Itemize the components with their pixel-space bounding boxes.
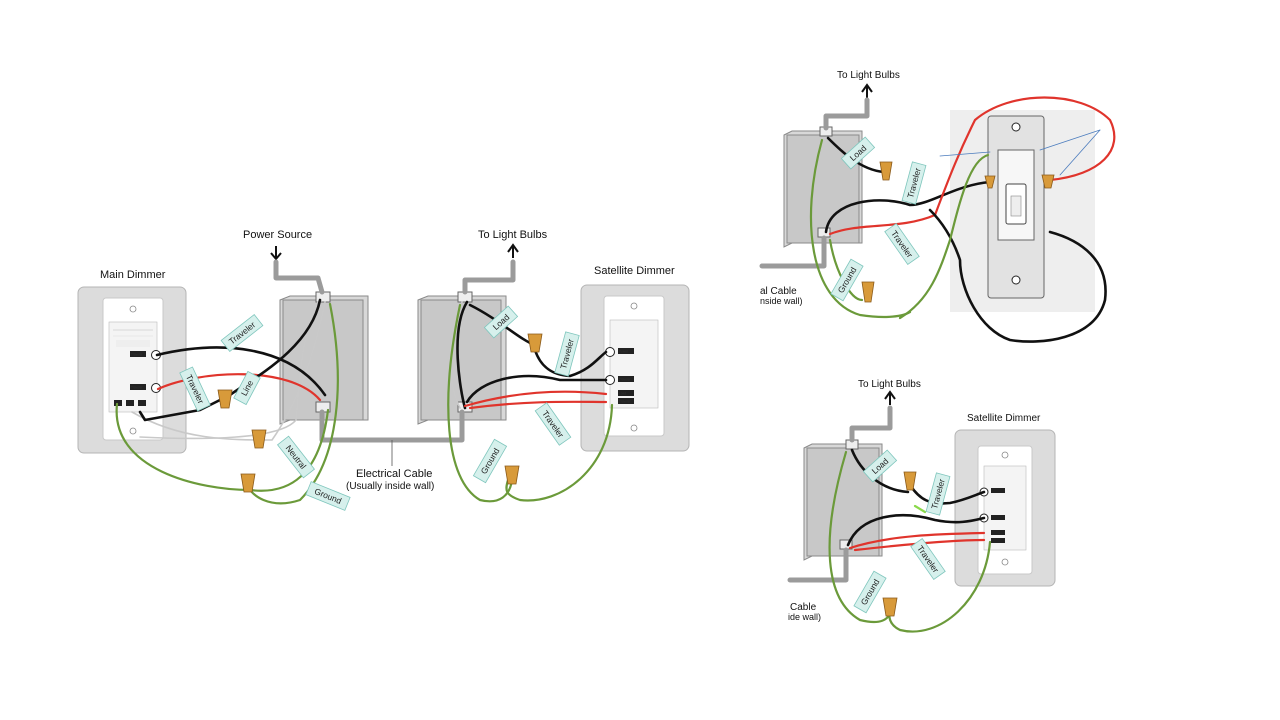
- traveler-tag: Traveler: [884, 223, 920, 265]
- main-dimmer-label: Main Dimmer: [100, 269, 166, 281]
- annotation-line: [1039, 129, 1101, 151]
- bulb-feed-cable: [849, 405, 893, 443]
- electrical-cable: [759, 235, 827, 269]
- wire-nut-icon: [903, 471, 917, 491]
- traveler-tag: Traveler: [554, 331, 580, 377]
- wire-nut-icon: [984, 175, 996, 189]
- up-arrow-icon: [861, 83, 873, 98]
- ground-tag: Ground: [305, 481, 351, 511]
- traveler-red-wire: [828, 96, 1116, 236]
- terminal-label-traveler: Traveler: [619, 400, 632, 404]
- ground-wire: [913, 504, 927, 514]
- electrical-cable-label: Cable: [790, 602, 817, 613]
- power-source-box: [279, 291, 369, 425]
- hot-wire: [824, 180, 992, 234]
- neutral-wire: [139, 301, 319, 440]
- wire-nut-icon: [1041, 174, 1055, 189]
- annotation-line: [1059, 129, 1101, 176]
- traveler-red-wire: [468, 400, 608, 410]
- load-tag: Load: [862, 449, 898, 483]
- up-arrow-icon: [884, 390, 896, 405]
- ground-wire: [809, 138, 912, 319]
- hot-wire: [846, 514, 986, 547]
- ground-tag: Ground: [853, 570, 887, 614]
- top-right-wiring-diagram: To Light Bulbs al Cable nside wall): [759, 70, 1116, 343]
- wire-nut-icon: [240, 473, 256, 493]
- ground-wire: [447, 303, 514, 503]
- line-tag: Line: [233, 370, 261, 406]
- electrical-cable: [787, 547, 849, 583]
- power-source-label: Power Source: [243, 229, 312, 241]
- main-wiring-diagram: Traveler Traveler Main Dimmer Power Sour…: [77, 229, 690, 511]
- ground-tag: Ground: [472, 438, 508, 484]
- ground-wire: [828, 450, 892, 624]
- traveler-hot-wire: [155, 346, 327, 397]
- neutral-wire: [131, 301, 326, 441]
- traveler-tag: Traveler: [220, 313, 264, 353]
- power-source-arrow-icon: [270, 246, 282, 261]
- electrical-cable-label: Electrical Cable: [356, 468, 432, 480]
- wire-nut-icon: [861, 281, 875, 303]
- to-light-bulbs-label: To Light Bulbs: [837, 70, 900, 81]
- hot-wire: [928, 208, 1107, 343]
- hot-wire: [465, 374, 608, 404]
- ground-wire: [505, 403, 614, 502]
- toggle-switch: [987, 115, 1045, 299]
- electrical-cable-sublabel: ide wall): [788, 612, 821, 622]
- traveler-tag: Traveler: [910, 538, 946, 580]
- traveler-red-wire: [463, 390, 608, 408]
- bulb-feed-cable: [823, 97, 870, 131]
- power-wire: [908, 483, 986, 505]
- terminal-label-load: Load: [619, 392, 626, 396]
- load-tag: Load: [840, 136, 876, 170]
- load-wire: [456, 300, 469, 410]
- light-junction-box: [803, 439, 883, 561]
- terminal-label-power: Power: [619, 350, 629, 354]
- ground-wire: [898, 153, 990, 320]
- traveler-tag: Traveler: [901, 161, 927, 205]
- traveler-red-wire: [156, 373, 322, 402]
- neutral-tag: Neutral: [276, 435, 316, 479]
- satellite-dimmer-label: Satellite Dimmer: [594, 265, 675, 277]
- wire-nut-icon: [882, 597, 898, 617]
- terminal-label-traveler: Traveler: [619, 378, 632, 382]
- to-light-bulbs-label: To Light Bulbs: [858, 379, 921, 390]
- wire-nut-icon: [251, 429, 267, 449]
- satellite-dimmer-plate: [954, 429, 1056, 587]
- to-light-bulbs-label: To Light Bulbs: [478, 229, 548, 241]
- satellite-dimmer-label: Satellite Dimmer: [967, 413, 1041, 424]
- wire-nut-icon: [527, 333, 543, 353]
- wire-nut-icon: [879, 161, 893, 181]
- satellite-dimmer-plate: Power Traveler Load Traveler: [580, 284, 690, 452]
- wire-nut-icon: [504, 465, 520, 485]
- ground-wire: [246, 302, 339, 505]
- electrical-cable-label: al Cable: [760, 286, 797, 297]
- electrical-cable-sublabel: (Usually inside wall): [346, 481, 434, 492]
- bottom-right-wiring-diagram: To Light Bulbs Satellite Dimmer Cable id…: [787, 379, 1056, 633]
- up-arrow-icon: [507, 243, 519, 258]
- power-feed-cable: [273, 259, 325, 295]
- terminal-label-traveler: Traveler: [131, 353, 144, 357]
- traveler-red-wire: [848, 531, 986, 550]
- ground-wire: [888, 540, 992, 633]
- wire-nut-icon: [217, 389, 233, 409]
- terminal-label-traveler: Traveler: [131, 386, 144, 390]
- electrical-cable-sublabel: nside wall): [760, 296, 803, 306]
- traveler-tag: Traveler: [925, 472, 951, 516]
- bulb-feed-cable: [462, 259, 516, 295]
- power-wire: [533, 348, 608, 378]
- traveler-tag: Traveler: [534, 402, 572, 446]
- load-tag: Load: [483, 305, 519, 339]
- annotation-line: [939, 151, 991, 157]
